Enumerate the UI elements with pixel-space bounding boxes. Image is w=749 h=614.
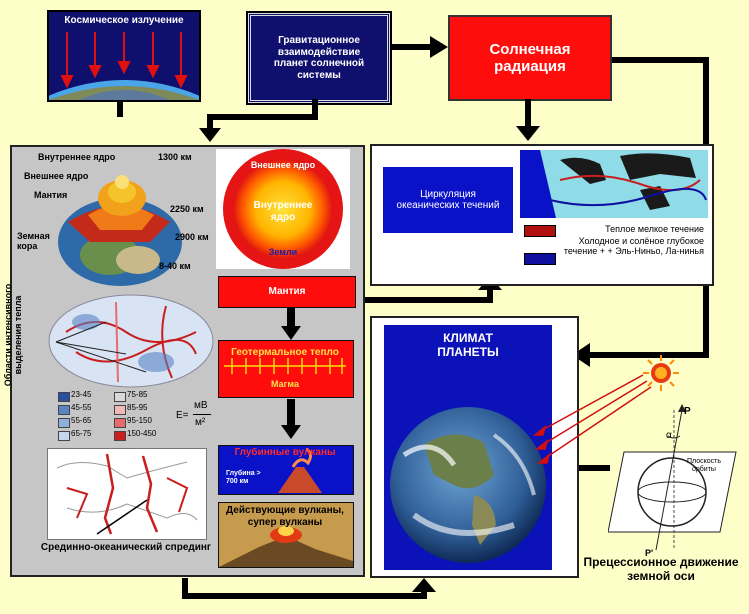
legend-item: 65-75: [58, 429, 118, 441]
legend-value: 45-55: [71, 403, 92, 412]
precession-p-bottom: P': [645, 548, 654, 558]
solar-radiation-box: Солнечная радиация: [448, 15, 612, 101]
magma-label: Магма: [271, 379, 299, 389]
legend-swatch: [58, 405, 70, 415]
legend-value: 23-45: [71, 390, 92, 399]
solar-radiation-text: Солнечная радиация: [489, 40, 571, 75]
cosmic-radiation-box: Космическое излучение: [47, 10, 201, 102]
deep-volcanoes-label: Глубинные вулканы: [234, 447, 336, 458]
spreading-map-lines: [56, 453, 198, 535]
legend-value: 150-450: [127, 429, 157, 438]
gravity-box: Гравитационное взаимодействие планет сол…: [246, 11, 392, 105]
legend-value: 95-150: [127, 416, 152, 425]
legend-swatch: [114, 418, 126, 428]
legend-item: 85-95: [114, 403, 174, 415]
core-circles: [223, 149, 343, 269]
orbit-plane-label: Плоскость орбиты: [687, 458, 721, 474]
active-volcano-box: [218, 502, 354, 568]
legend-item: 95-150: [114, 416, 174, 428]
depth-1300: 1300 км: [158, 152, 192, 162]
precession-caption: Прецессионное движение земной оси: [583, 555, 739, 583]
ocean-map: [520, 150, 708, 218]
earth-globe: [390, 407, 546, 563]
cosmic-rays-illustration: [49, 32, 199, 100]
spreading-label: Срединно-океанический спрединг: [40, 542, 212, 553]
warm-current-label: Теплое мелкое течение: [605, 224, 704, 234]
legend-swatch: [58, 392, 70, 402]
heat-unit: E= мВ м²: [176, 400, 216, 436]
down-arrow-1: [281, 308, 301, 340]
depth-8-40: 8-40 км: [159, 261, 191, 271]
legend-item: 75-85: [114, 390, 174, 402]
geothermal-wave: [224, 358, 346, 374]
legend-item: 23-45: [58, 390, 118, 402]
mantle-box: Мантия: [218, 276, 356, 308]
core-earth-label: Земли: [268, 247, 298, 257]
precession-alpha: α: [666, 430, 672, 441]
heat-side-label-text: Области интенсивного выделения тепла: [3, 283, 24, 387]
precession-p-top: P: [684, 406, 691, 417]
down-arrow-2: [281, 399, 301, 439]
heat-unit-den: м²: [195, 417, 206, 428]
ocean-title-box: Циркуляция океанических течений: [383, 167, 513, 233]
heat-flow-map: [48, 294, 214, 388]
heat-legend: 23-45 75-85 45-55 85-95 55-65 95-150 65-…: [58, 390, 178, 442]
legend-item: 55-65: [58, 416, 118, 428]
earth-layers-illustration: [58, 175, 182, 286]
depth-label: Глубина > 700 км: [226, 470, 261, 486]
legend-item: 150-450: [114, 429, 178, 441]
cold-current-swatch: [524, 253, 556, 265]
legend-swatch: [58, 418, 70, 428]
mantle-label: Мантия: [34, 190, 68, 200]
geothermal-box: [218, 340, 354, 398]
legend-swatch: [58, 431, 70, 441]
core-inner-label: Внутреннее ядро: [253, 200, 313, 223]
climate-inner: [384, 325, 552, 570]
sun-rays: [532, 374, 652, 464]
legend-value: 85-95: [127, 403, 148, 412]
depth-2900: 2900 км: [175, 232, 209, 242]
legend-item: 45-55: [58, 403, 118, 415]
crust-label: Земная кора: [17, 231, 50, 252]
warm-current-swatch: [524, 225, 556, 237]
gravity-text: Гравитационное взаимодействие планет сол…: [273, 35, 365, 81]
cosmic-radiation-title: Космическое излучение: [64, 15, 184, 26]
depth-2250: 2250 км: [170, 204, 204, 214]
heat-unit-bar: [193, 414, 211, 415]
precession-diagram: [608, 404, 737, 551]
legend-swatch: [114, 405, 126, 415]
ocean-title: Циркуляция океанических течений: [396, 188, 500, 212]
sun-icon: [643, 355, 679, 391]
legend-swatch: [114, 431, 126, 441]
core-outer-label: Внешнее ядро: [250, 160, 316, 170]
heat-side-label: Области интенсивного выделения тепла: [3, 273, 29, 397]
legend-swatch: [114, 392, 126, 402]
climate-title: КЛИМАТ ПЛАНЕТЫ: [437, 331, 499, 359]
cold-current-label: Холодное и солёное глубокое течение + + …: [563, 236, 704, 257]
active-volcanoes-label: Действующие вулканы, супер вулканы: [226, 505, 344, 528]
legend-value: 65-75: [71, 429, 92, 438]
inner-core-label: Внутреннее ядро: [38, 152, 116, 162]
heat-unit-num: мВ: [194, 400, 208, 411]
geothermal-label: Геотермальное тепло: [231, 347, 339, 358]
deep-volcano-illustration: [278, 447, 322, 493]
outer-core-label: Внешнее ядро: [24, 171, 89, 181]
active-volcano-illustration: [219, 503, 353, 567]
legend-value: 55-65: [71, 416, 92, 425]
heat-unit-e: E=: [176, 410, 189, 421]
legend-value: 75-85: [127, 390, 148, 399]
